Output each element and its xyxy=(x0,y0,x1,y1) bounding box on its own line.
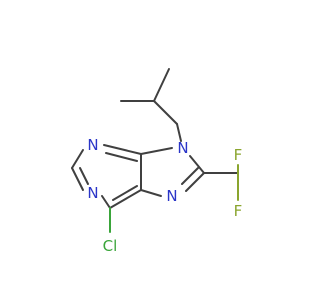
bond-c6-c5-double xyxy=(112,185,138,201)
bond-c2-n1-double xyxy=(79,167,89,185)
bond-n1-c6 xyxy=(101,195,111,209)
pyrimidine-ring xyxy=(71,144,142,233)
bond-ch-ch2 xyxy=(153,100,178,125)
fluorine-label-top: F xyxy=(234,146,243,164)
bond-n9-c8 xyxy=(189,155,205,174)
bond-c2-n1 xyxy=(71,167,84,191)
molecule-structure-diagram: N N N N Cl F F xyxy=(71,68,242,255)
bond-c6-c5 xyxy=(109,189,142,209)
atom-labels: N N N N Cl F F xyxy=(87,136,242,255)
bond-c4-n3-double xyxy=(105,152,138,162)
bond-n3-c2 xyxy=(71,149,84,169)
nitrogen-label-n3: N xyxy=(87,136,98,154)
nitrogen-label-n1: N xyxy=(87,184,98,202)
bond-n7-c5 xyxy=(140,189,162,197)
fluorine-label-bottom: F xyxy=(234,202,243,220)
bond-c8-n7 xyxy=(185,172,205,192)
bond-methyl-top xyxy=(153,68,170,102)
chlorine-label: Cl xyxy=(103,237,118,255)
bond-c4-n9 xyxy=(140,147,173,155)
bond-c8-n7-double xyxy=(181,167,199,185)
bond-c4-n3 xyxy=(103,144,142,155)
nitrogen-label-n7: N xyxy=(166,187,177,205)
imidazole-ring xyxy=(140,147,205,197)
difluoromethyl-group xyxy=(203,164,239,201)
isobutyl-group xyxy=(120,68,182,142)
bond-ch2-n9 xyxy=(176,123,182,142)
nitrogen-label-n9: N xyxy=(177,139,188,157)
